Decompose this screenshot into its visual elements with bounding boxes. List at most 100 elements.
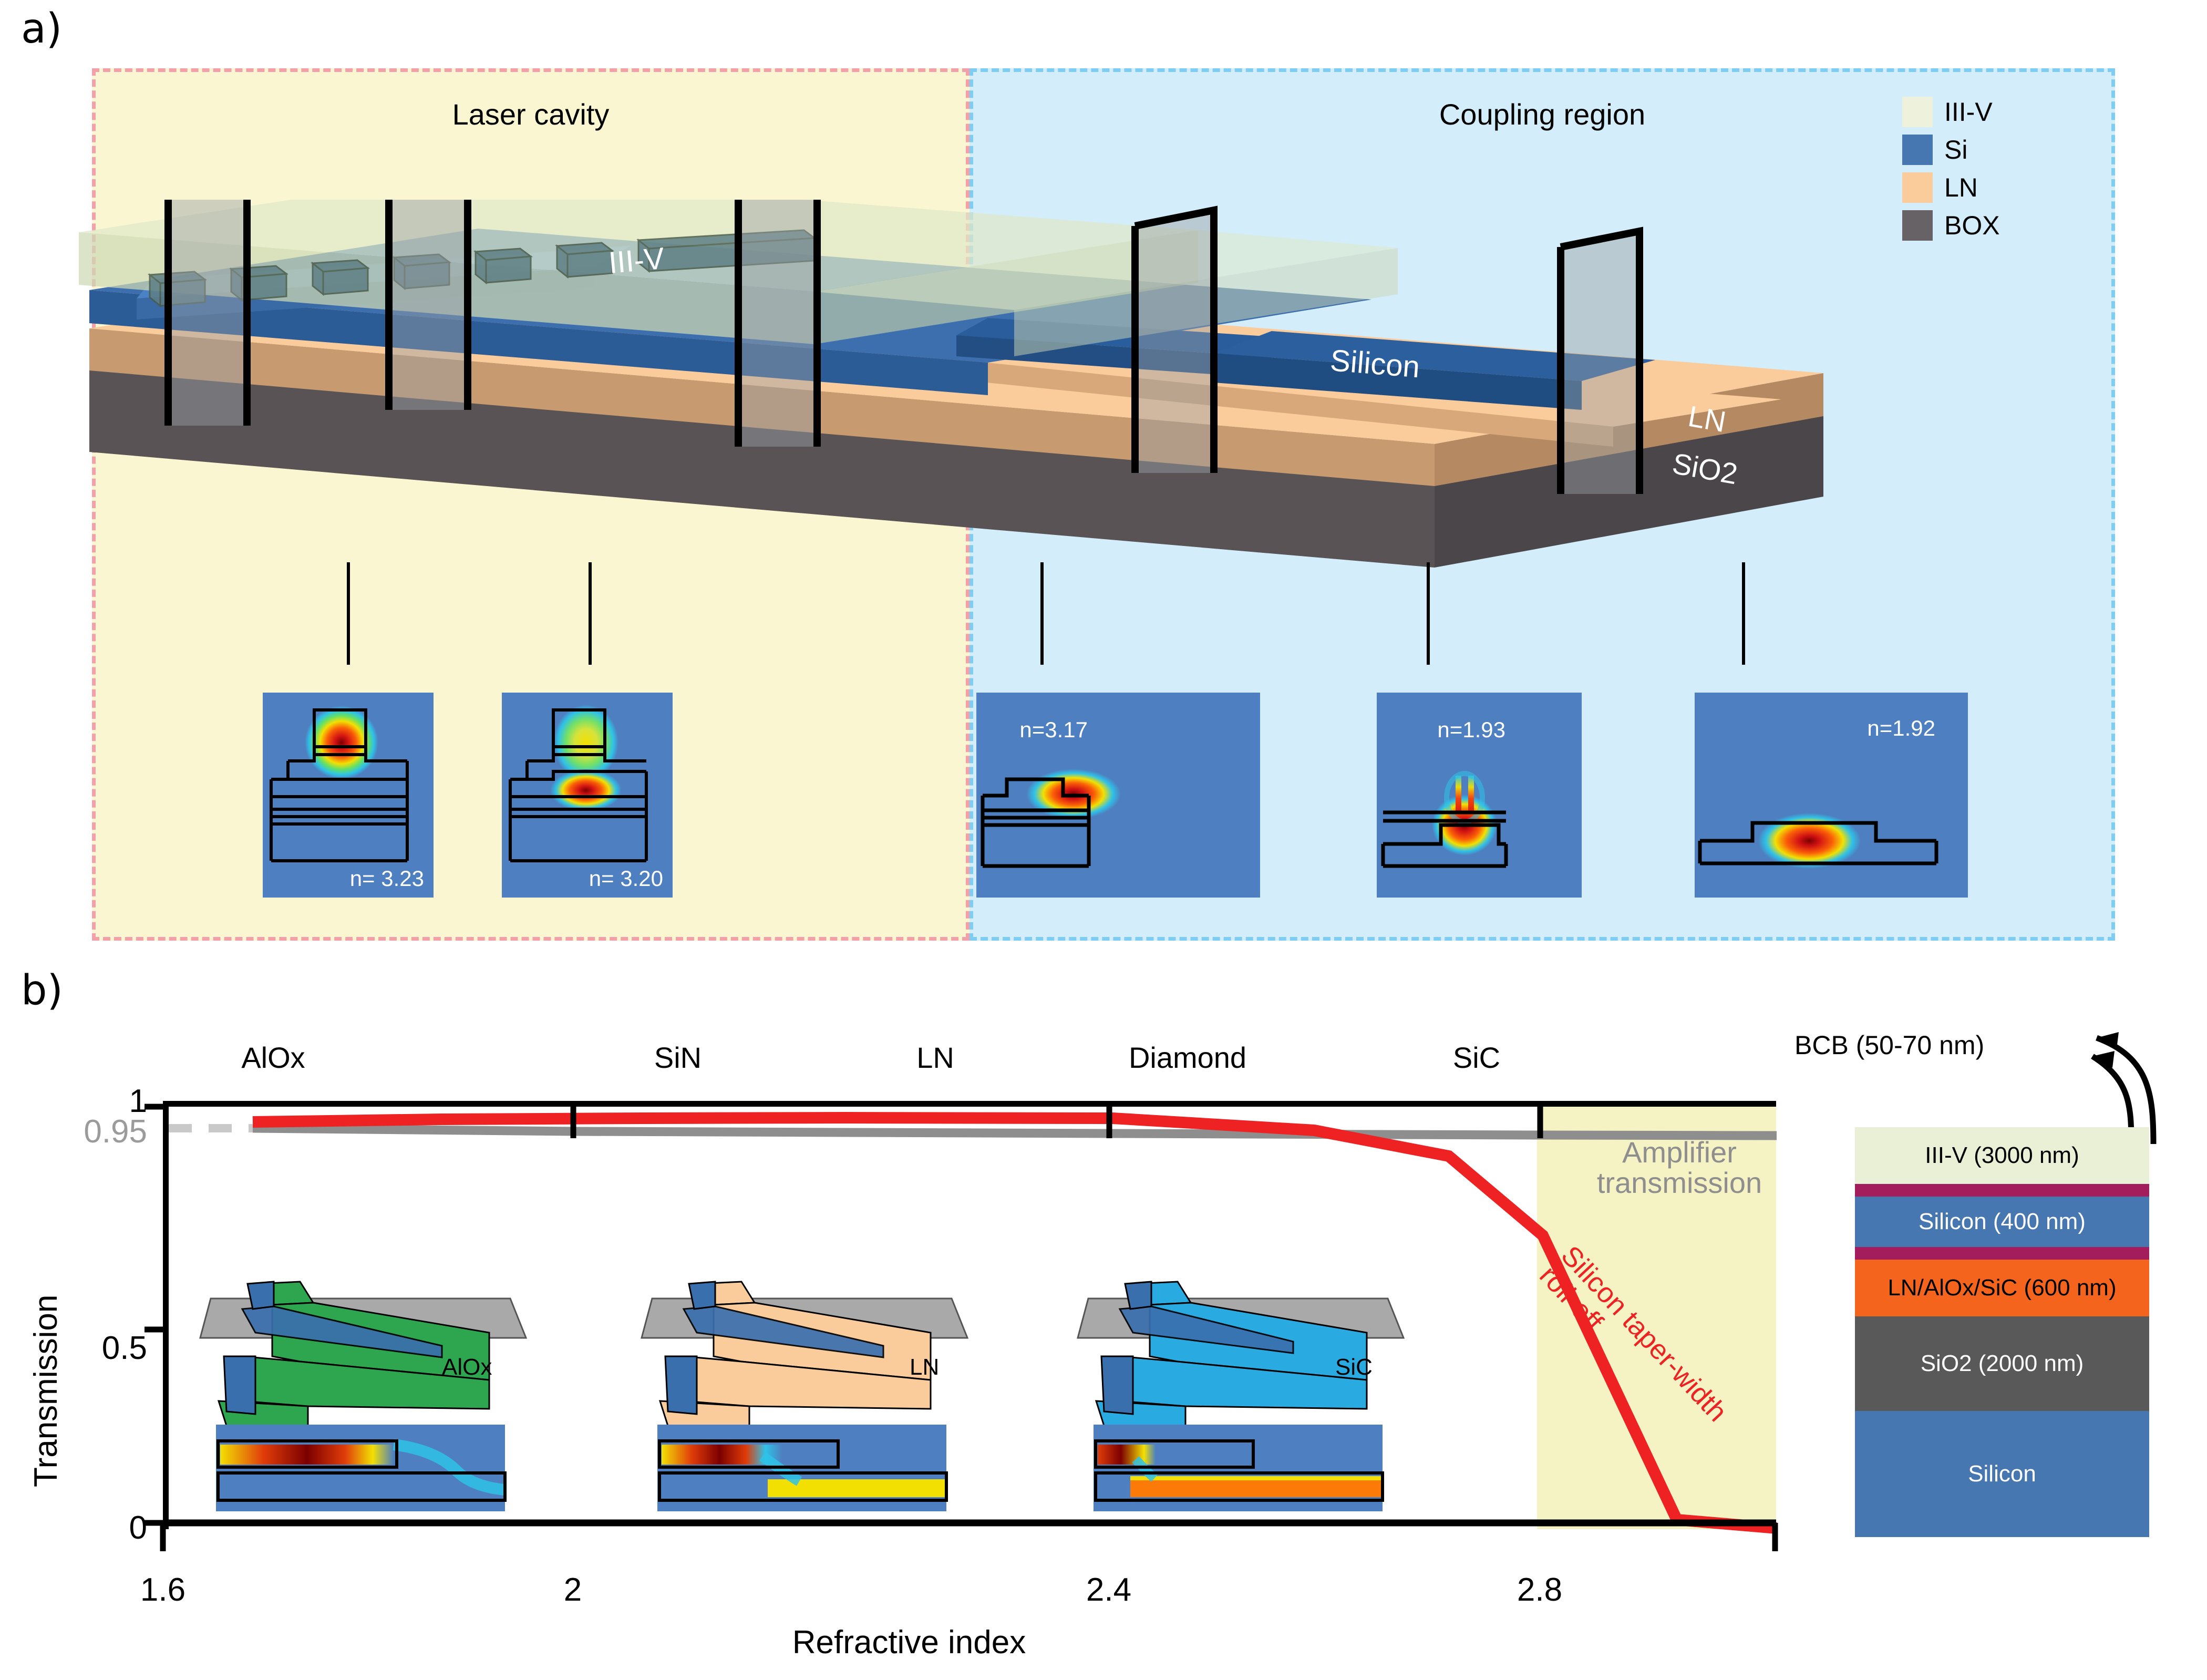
- silicon-label: Silicon: [1329, 343, 1421, 384]
- mode-inset-3: n=3.17: [976, 693, 1260, 898]
- si-front-face: [89, 290, 988, 395]
- x-axis-label: Refractive index: [792, 1624, 1026, 1661]
- coupling-region-title: Coupling region: [1439, 98, 1646, 131]
- stack-layer-iii-v: III-V (3000 nm): [1855, 1127, 2149, 1184]
- iii-v-label: III-V: [607, 241, 666, 280]
- pointer-line-4: [1427, 562, 1430, 665]
- si-stem: [246, 1281, 275, 1310]
- panel-a-letter: a): [21, 5, 63, 53]
- pointer-line-1: [347, 562, 350, 665]
- iii-v-extension: [814, 230, 1398, 310]
- mode-inset-2: n= 3.20: [502, 693, 673, 898]
- stack-layer-bcb-bottom: [1855, 1247, 2149, 1260]
- legend-swatch-box: [1902, 210, 1933, 241]
- stack-layer-ln-alox-sic-label: LN/AlOx/SiC (600 nm): [1888, 1275, 2117, 1301]
- ln-si-stem: [688, 1281, 716, 1310]
- pointer-line-3: [1040, 562, 1044, 665]
- xtick-label-28: 2.8: [1517, 1572, 1563, 1608]
- stack-layer-sio2: SiO2 (2000 nm): [1855, 1316, 2149, 1411]
- stack-layer-bcb-top: [1855, 1184, 2149, 1197]
- taper-inset-label-sic: SiC: [1335, 1354, 1373, 1380]
- series-silicon-taper-rolloff: [252, 1111, 1777, 1534]
- mode-inset-3-n-label: n=3.17: [1019, 717, 1088, 742]
- panel-b-letter: b): [21, 967, 63, 1014]
- amplifier-annot-line2: transmission: [1596, 1166, 1762, 1200]
- panel-b: b) AlOx SiN LN Diamond SiC 1 0.95 0.5 0 …: [0, 962, 2207, 1680]
- xtick-label-24: 2.4: [1086, 1572, 1132, 1608]
- taper-inset-label-ln: LN: [910, 1354, 939, 1380]
- stack-layer-ln-alox-sic: LN/AlOx/SiC (600 nm): [1855, 1260, 2149, 1316]
- mode-inset-4-n-label: n=1.93: [1437, 717, 1505, 742]
- stack-layer-sio2-label: SiO2 (2000 nm): [1920, 1351, 2084, 1376]
- material-label-alox: AlOx: [241, 1041, 305, 1074]
- amplifier-transmission-annotation: Amplifier transmission: [1566, 1137, 1792, 1198]
- stack-layer-silicon-substrate-label: Silicon: [1968, 1461, 2036, 1487]
- laser-cavity-title: Laser cavity: [452, 98, 610, 131]
- mode-inset-5-n-label: n=1.92: [1867, 716, 1935, 740]
- y-axis-label: Transmission: [28, 1294, 64, 1487]
- legend-label-box: BOX: [1944, 211, 2000, 240]
- bcb-label: BCB (50-70 nm): [1795, 1030, 1985, 1060]
- stack-layer-silicon-substrate: Silicon: [1855, 1411, 2149, 1537]
- xtick-label-16: 1.6: [140, 1572, 186, 1608]
- taper-inset-sic: SiC: [1077, 1281, 1405, 1511]
- mode-inset-1-n-label: n= 3.23: [350, 866, 424, 891]
- panel-a: a) Laser cavity Coupling region III-V Si…: [21, 5, 2115, 941]
- material-label-sin: SiN: [654, 1041, 702, 1074]
- ln-ridge-front: [935, 357, 1613, 447]
- axis-ticks: [145, 1104, 1778, 1551]
- material-label-sic: SiC: [1452, 1041, 1501, 1074]
- legend-item-iii-v: III-V: [1902, 97, 2112, 127]
- taper-inset-ln: LN: [641, 1281, 969, 1511]
- cross-section-planes: [164, 200, 1643, 494]
- mode-inset-5: n=1.92: [1695, 693, 1968, 898]
- ln-front-face: [89, 328, 1435, 486]
- si-foot: [223, 1355, 256, 1415]
- legend-label-iii-v: III-V: [1944, 97, 1993, 127]
- sic-si-stem: [1124, 1281, 1152, 1310]
- mode-inset-4: n=1.93: [1377, 693, 1582, 898]
- sic-field-map: [1094, 1425, 1384, 1511]
- legend-item-si: Si: [1902, 135, 2112, 165]
- legend-swatch-iii-v: [1902, 97, 1933, 127]
- si-plateau-front: [1214, 353, 1582, 410]
- legend-item-box: BOX: [1902, 210, 2112, 241]
- stack-layer-silicon: Silicon (400 nm): [1855, 1197, 2149, 1247]
- legend-label-si: Si: [1944, 135, 1968, 164]
- iii-v-extension-front: [1014, 248, 1398, 356]
- sic-si-foot: [1100, 1355, 1134, 1415]
- stack-layer-iii-v-label: III-V (3000 nm): [1925, 1142, 2079, 1168]
- si-plateau-top: [1214, 331, 1655, 381]
- plot-area: AlOx: [163, 1101, 1777, 1534]
- alox-field-map: [216, 1425, 507, 1511]
- material-label-ln: LN: [916, 1041, 954, 1074]
- material-label-diamond: Diamond: [1128, 1041, 1247, 1074]
- mode-inset-2-n-label: n= 3.20: [589, 866, 663, 891]
- stack-layer-silicon-label: Silicon (400 nm): [1919, 1209, 2086, 1234]
- ytick-label-095: 0.95: [84, 1114, 147, 1150]
- device-3d-illustration: III-V Silicon LN SiO2: [79, 200, 1823, 568]
- sio2-right-face: [1435, 413, 1823, 568]
- pointer-line-2: [589, 562, 592, 665]
- legend-label-ln: LN: [1944, 173, 1978, 202]
- taper-inset-label-alox: AlOx: [442, 1354, 492, 1380]
- pointer-line-5: [1742, 562, 1745, 665]
- materials-legend: III-V Si LN BOX: [1902, 97, 2112, 249]
- ln-field-map: [657, 1425, 948, 1511]
- transmission-plot-svg: [169, 1107, 1777, 1534]
- taper-inset-alox: AlOx: [199, 1281, 528, 1511]
- ytick-label-1: 1: [129, 1083, 147, 1119]
- ytick-label-05: 0.5: [101, 1330, 147, 1366]
- xtick-label-2: 2: [563, 1572, 582, 1608]
- legend-swatch-si: [1902, 135, 1933, 165]
- ln-label: LN: [1686, 399, 1728, 438]
- ytick-label-0: 0: [129, 1510, 147, 1546]
- legend-swatch-ln: [1902, 172, 1933, 203]
- mode-inset-1: n= 3.23: [263, 693, 434, 898]
- sio2-front-face: [89, 368, 1435, 568]
- legend-item-ln: LN: [1902, 172, 2112, 203]
- grating-teeth: [148, 229, 817, 308]
- iii-v-front-face: [79, 232, 814, 344]
- ln-si-foot: [664, 1355, 698, 1415]
- amplifier-annot-line1: Amplifier: [1622, 1136, 1737, 1169]
